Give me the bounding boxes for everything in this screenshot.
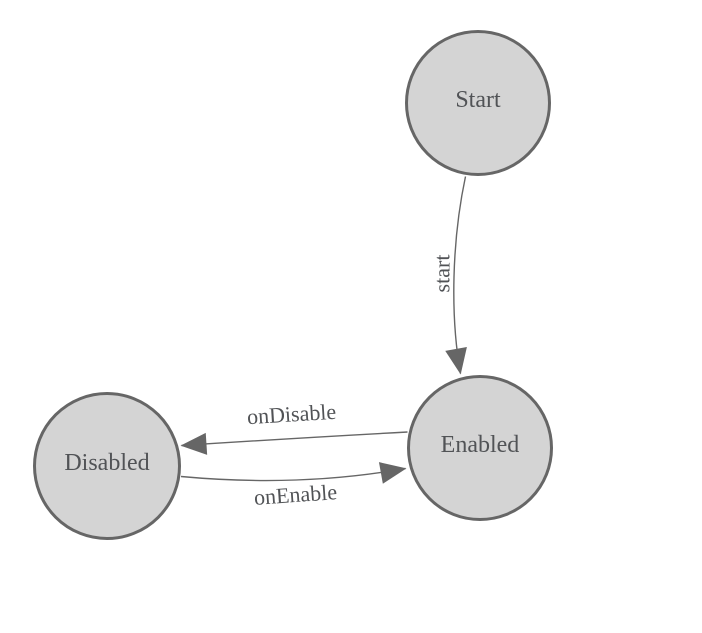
state-circle-start	[405, 30, 551, 176]
state-circle-disabled	[33, 392, 181, 540]
edge-line-onenable	[180, 462, 407, 484]
state-circle-enabled	[407, 375, 553, 521]
edge-start-to-enabled[interactable]: start	[430, 176, 467, 375]
edge-line-ondisable	[180, 431, 408, 455]
state-node-enabled[interactable]: Enabled	[407, 375, 553, 521]
state-node-start[interactable]: Start	[405, 30, 551, 176]
edge-label-onenable: onEnable	[253, 479, 338, 510]
edge-label-start: start	[430, 255, 455, 293]
edge-disabled-to-enabled[interactable]: onEnable	[180, 462, 407, 510]
edge-enabled-to-disabled[interactable]: onDisable	[180, 399, 408, 455]
state-label-disabled: Disabled	[64, 450, 149, 476]
state-label-start: Start	[455, 87, 501, 113]
state-label-enabled: Enabled	[441, 432, 520, 458]
state-node-disabled[interactable]: Disabled	[33, 392, 181, 540]
edge-line-start	[445, 176, 467, 375]
edge-label-ondisable: onDisable	[246, 399, 337, 429]
